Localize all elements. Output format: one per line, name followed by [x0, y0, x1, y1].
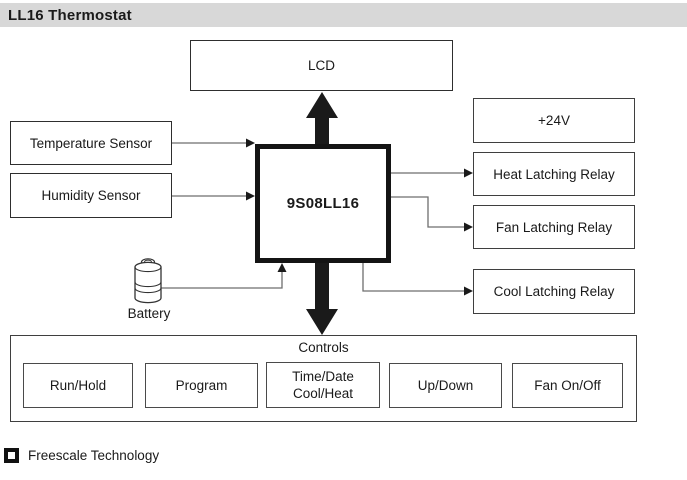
temperature-sensor-box: Temperature Sensor — [10, 121, 172, 165]
program-button: Program — [145, 363, 258, 408]
freescale-technology-icon-inner — [8, 452, 15, 459]
arrowhead-humidity-icon — [246, 191, 255, 201]
battery-label: Battery — [127, 306, 171, 321]
arrowhead-battery-icon — [277, 263, 287, 272]
wire-chip-to-cool-relay — [362, 263, 464, 292]
run-hold-button: Run/Hold — [23, 363, 133, 408]
block-arrow-chip-to-lcd-icon — [306, 92, 338, 145]
humidity-sensor-box: Humidity Sensor — [10, 173, 172, 218]
chip-box: 9S08LL16 — [255, 144, 391, 263]
block-arrow-chip-to-controls-icon — [306, 263, 338, 335]
legend: Freescale Technology — [4, 448, 159, 463]
up-down-button: Up/Down — [389, 363, 502, 408]
freescale-technology-icon — [4, 448, 19, 463]
cool-latching-relay-box: Cool Latching Relay — [473, 269, 635, 314]
wire-chip-to-fan-relay — [391, 196, 464, 228]
arrowhead-cool-relay-icon — [464, 286, 473, 296]
lcd-box: LCD — [190, 40, 453, 91]
plus-24v-box: +24V — [473, 98, 635, 143]
controls-group-title: Controls — [298, 340, 349, 355]
arrowhead-heat-relay-icon — [464, 168, 473, 178]
heat-latching-relay-box: Heat Latching Relay — [473, 152, 635, 196]
legend-label: Freescale Technology — [28, 448, 160, 463]
fan-on-off-button: Fan On/Off — [512, 363, 623, 408]
arrowhead-temperature-icon — [246, 138, 255, 148]
page-title: LL16 Thermostat — [8, 6, 132, 24]
time-date-cool-heat-button: Time/Date Cool/Heat — [266, 362, 380, 408]
battery-icon — [134, 258, 162, 304]
arrowhead-fan-relay-icon — [464, 222, 473, 232]
page-title-bar: LL16 Thermostat — [0, 3, 687, 27]
wire-battery-to-chip — [161, 272, 283, 289]
fan-latching-relay-box: Fan Latching Relay — [473, 205, 635, 249]
